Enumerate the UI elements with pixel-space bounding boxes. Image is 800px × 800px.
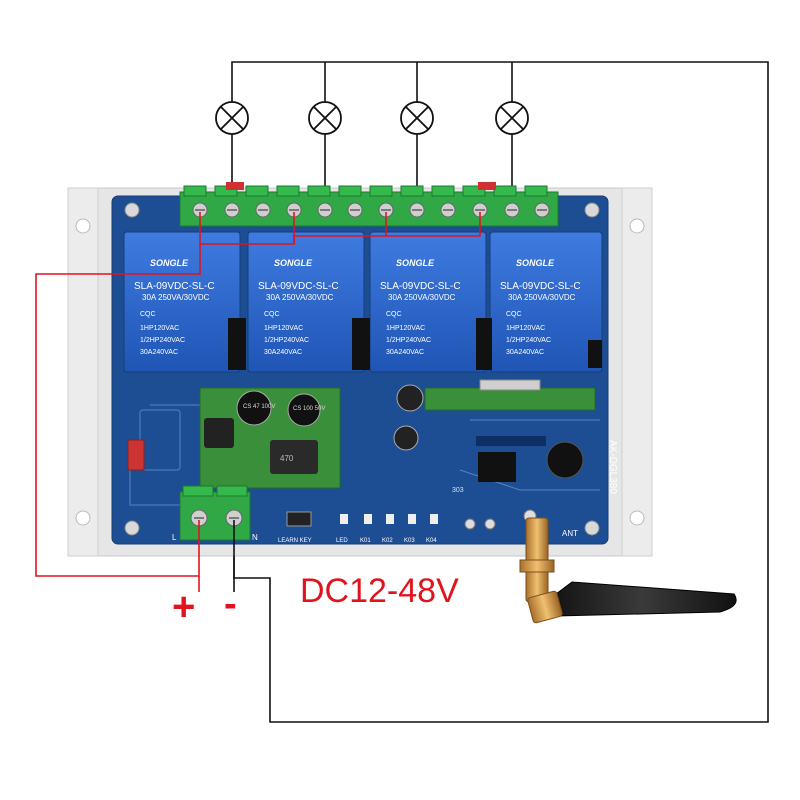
relay-hp1: 1HP120VAC [386,325,425,332]
lamp-icon [400,101,434,135]
relay-model: SLA-09VDC-SL-C [380,281,461,292]
relay-1: SONGLE SLA-09VDC-SL-C 30A 250VA/30VDC CQ… [123,231,241,373]
relay-rating: 30A 250VA/30VDC [508,293,576,302]
relay-rating: 30A 250VA/30VDC [388,293,456,302]
voltage-label: DC12-48V [300,572,459,610]
inductor-label: 470 [280,454,294,463]
rf-module: 303 [393,379,596,494]
relay-amp: 30A240VAC [140,349,178,356]
cap1-label: CS 47 100V [243,404,275,410]
relay-amp: 30A240VAC [506,349,544,356]
relay-model: SLA-09VDC-SL-C [500,281,581,292]
minus-label: - [224,583,237,625]
relay-model: SLA-09VDC-SL-C [134,281,215,292]
relay-rating: 30A 250VA/30VDC [142,293,210,302]
relay-cert: CQC [264,311,280,318]
lamp-icon [215,101,249,135]
relay-hp2: 1/2HP240VAC [386,337,431,344]
relay-2: SONGLE SLA-09VDC-SL-C 30A 250VA/30VDC CQ… [247,231,365,373]
relay-contacts [228,318,602,370]
relay-hp1: 1HP120VAC [140,325,179,332]
cap2-label: CS 100 50V [293,406,325,412]
lamp-icon [308,101,342,135]
lamp-symbols [215,101,529,135]
relay-rating: 30A 250VA/30VDC [266,293,334,302]
k03-label: K03 [404,538,415,544]
relay-brand: SONGLE [396,258,435,268]
ant-label: ANT [562,529,578,538]
relay-cert: CQC [506,311,522,318]
output-terminal-block [179,182,559,227]
mcu-chip [478,452,516,482]
plus-label: + [172,585,195,629]
relay-model: SLA-09VDC-SL-C [258,281,339,292]
learn-key-button [286,511,312,527]
led-label: LED [336,538,348,544]
relay-cert: CQC [386,311,402,318]
relay-cert: CQC [140,311,156,318]
relay-brand: SONGLE [516,258,555,268]
input-n-label: N [252,533,258,542]
load-wiring [231,61,769,723]
input-l-label: L [172,533,177,542]
capacitor-2 [287,393,321,427]
relay-hp2: 1/2HP240VAC [506,337,551,344]
relay-hp2: 1/2HP240VAC [264,337,309,344]
relay-hp1: 1HP120VAC [506,325,545,332]
k02-label: K02 [382,538,393,544]
power-module: 470 CS 47 100V CS 100 50V [199,387,341,489]
relay-hp2: 1/2HP240VAC [140,337,185,344]
led-row: LEARN KEY LED K01 K02 K03 K04 [278,511,438,544]
learn-key-label: LEARN KEY [278,538,312,544]
fuse [127,439,145,471]
relay-brand: SONGLE [150,258,189,268]
relay-amp: 30A240VAC [264,349,302,356]
k01-label: K01 [360,538,371,544]
board-model: AK-DGL380 [607,440,618,494]
lamp-icon [495,101,529,135]
input-terminal-block: L N [172,485,258,542]
buzzer [546,441,584,479]
supply-wiring [35,212,481,592]
relay-brand: SONGLE [274,258,313,268]
chip-label: 303 [452,487,464,494]
inductor [204,418,234,448]
relay-3: SONGLE SLA-09VDC-SL-C 30A 250VA/30VDC CQ… [369,231,487,373]
antenna [519,517,737,624]
k04-label: K04 [426,538,437,544]
relay-hp1: 1HP120VAC [264,325,303,332]
relay-4: SONGLE SLA-09VDC-SL-C 30A 250VA/30VDC CQ… [489,231,603,373]
capacitor-1 [236,390,272,426]
relay-amp: 30A240VAC [386,349,424,356]
